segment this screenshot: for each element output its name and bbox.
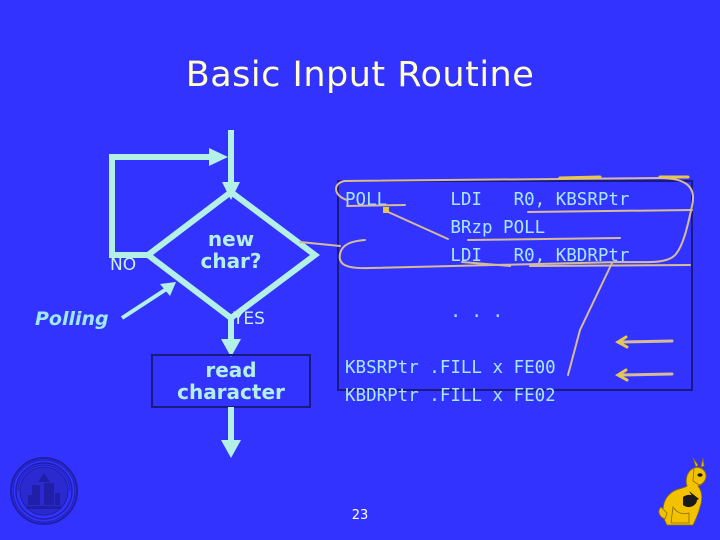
process-label: read character (177, 358, 285, 405)
flow-exit-arrowhead (221, 440, 241, 458)
flow-yes-arrowhead (221, 339, 241, 357)
flow-no-arrowhead (209, 148, 228, 166)
polling-pointer-line (120, 286, 170, 320)
ink-top-tick-a (558, 175, 602, 180)
flow-entry-arrowhead (222, 182, 240, 200)
code-listing-text: POLL LDI R0, KBSRPtr BRzp POLL LDI R0, K… (345, 190, 630, 406)
page-number: 23 (351, 508, 369, 523)
polling-annotation-label: Polling (35, 308, 109, 330)
griffin-mascot-logo (658, 457, 707, 526)
university-seal-logo (10, 457, 78, 525)
decision-label: new char? (200, 227, 262, 274)
polling-pointer-arrowhead (160, 282, 176, 296)
branch-label-yes: YES (233, 309, 265, 329)
page-title: Basic Input Routine (185, 55, 535, 95)
ink-connector-left (299, 241, 341, 247)
branch-label-no: NO (110, 255, 137, 275)
